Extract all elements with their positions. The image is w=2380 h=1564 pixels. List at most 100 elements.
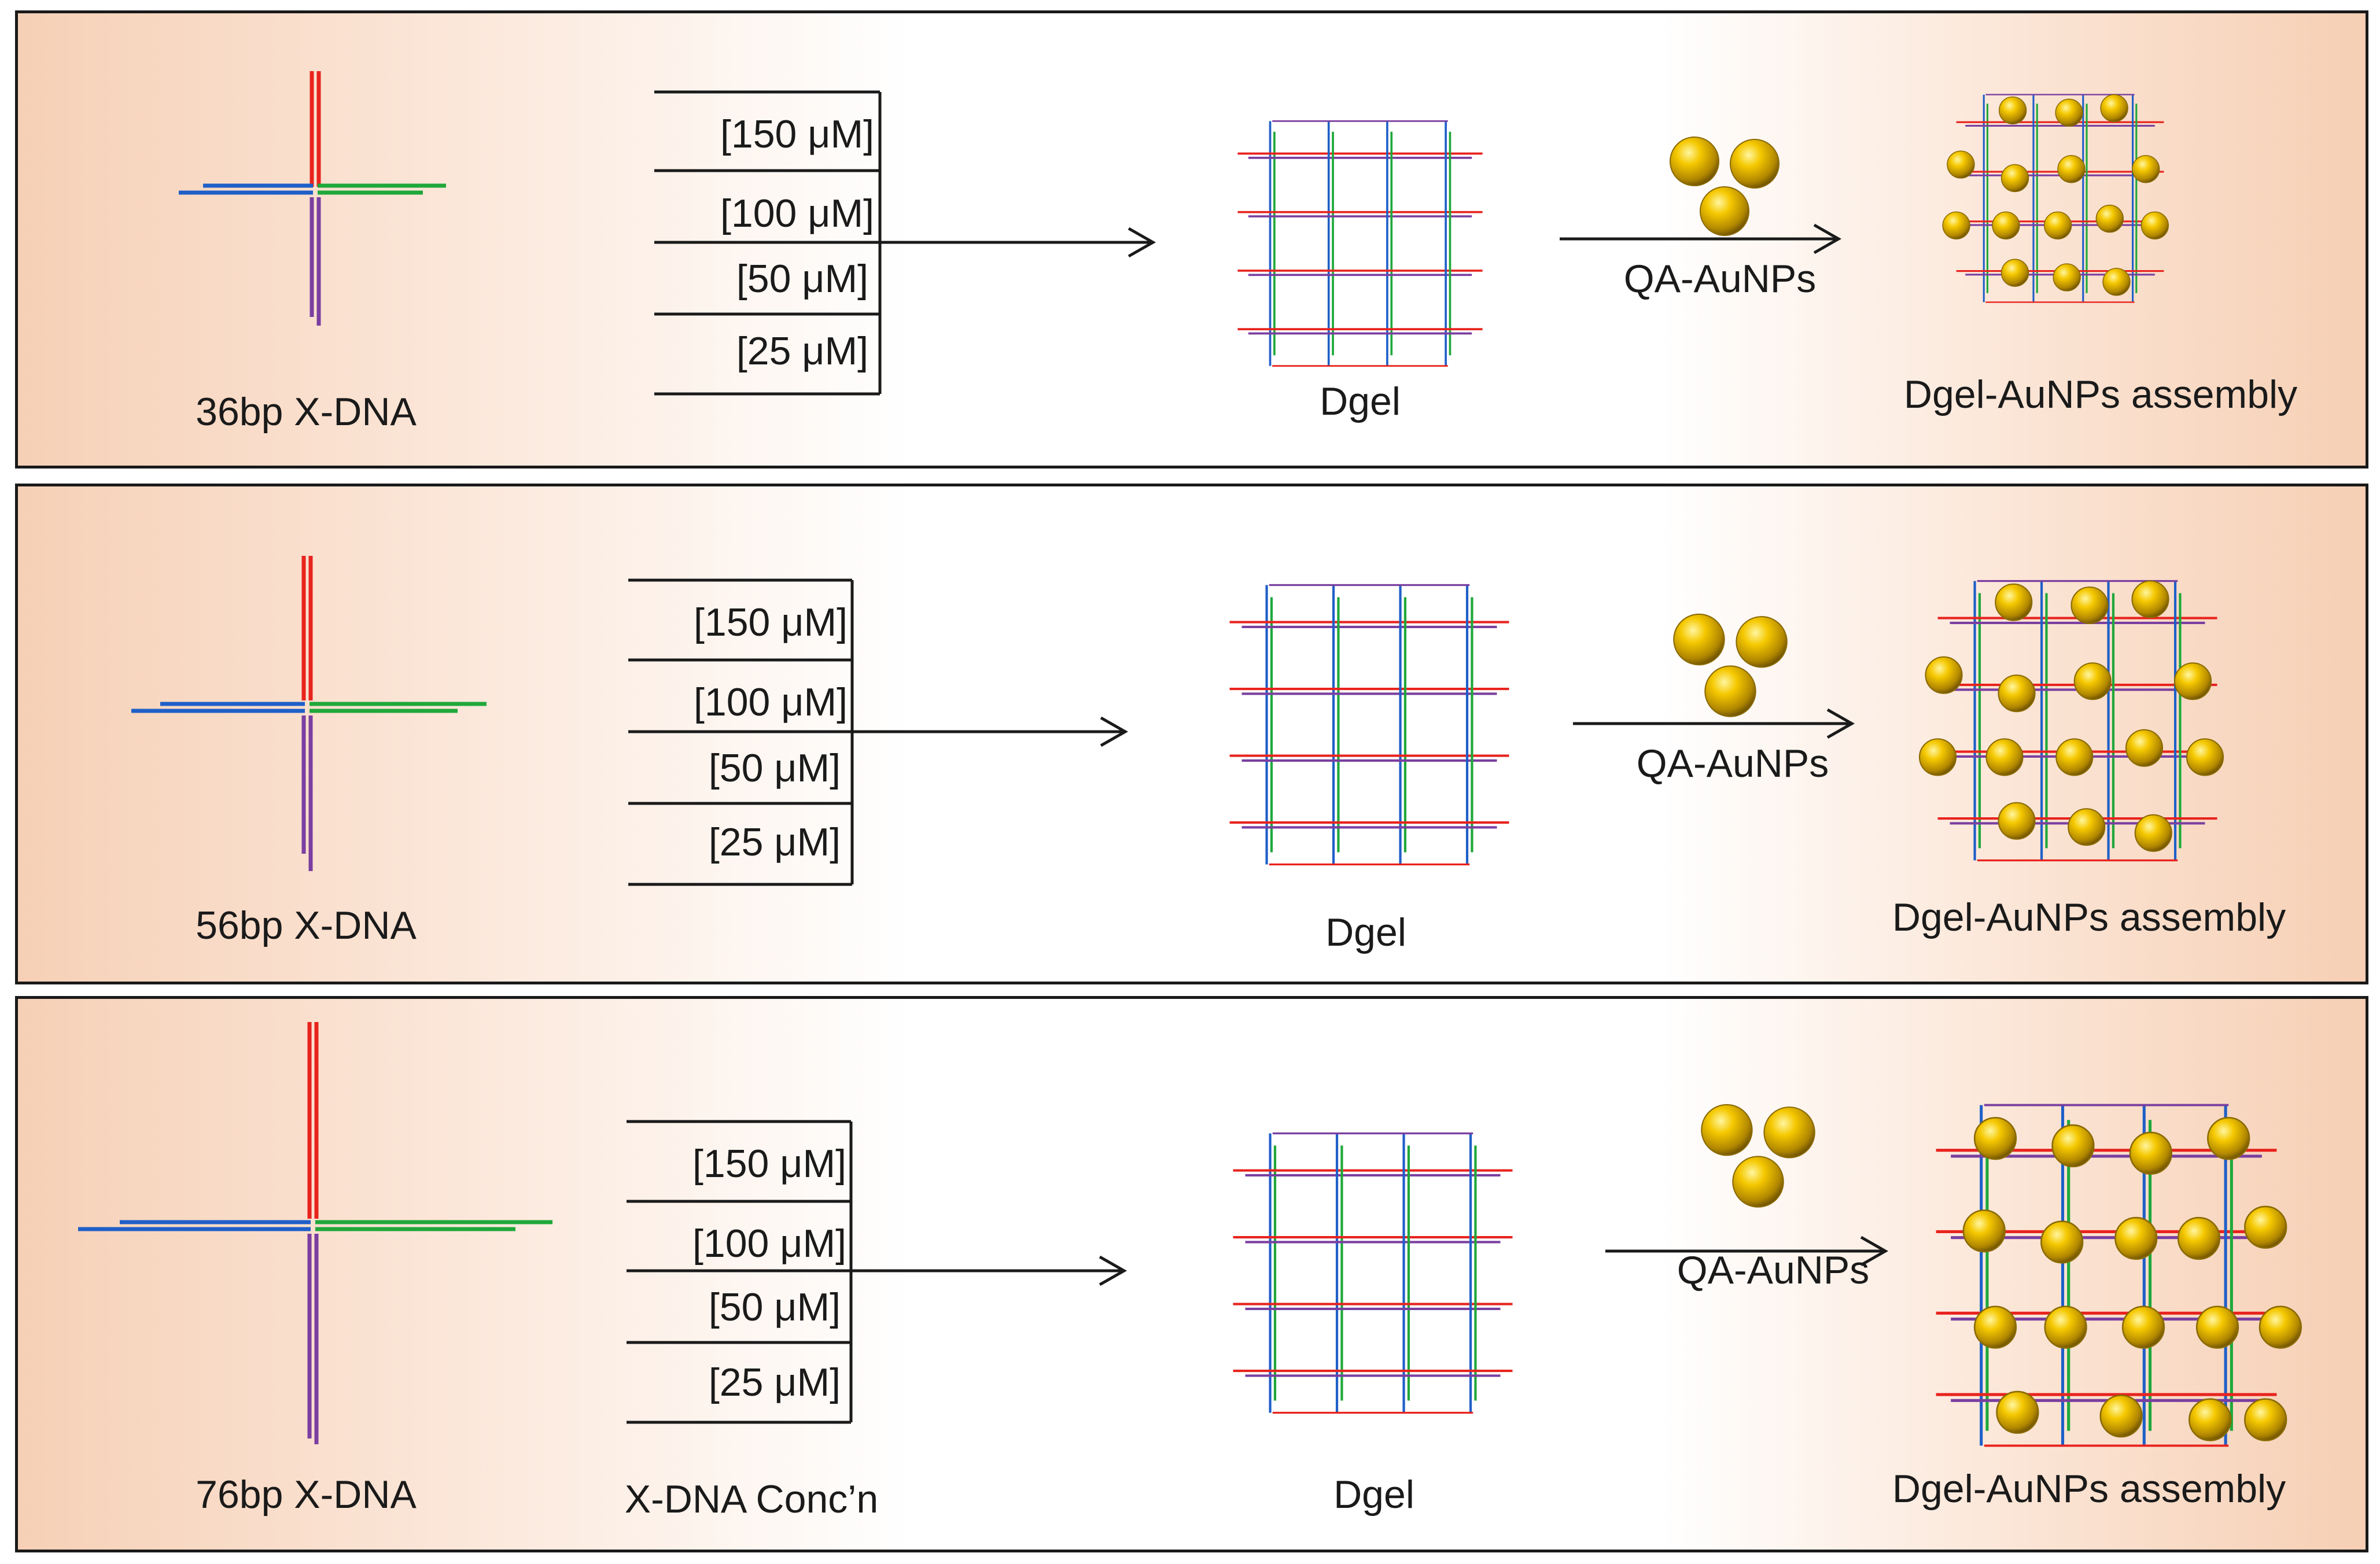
arrow-icon	[1573, 708, 1855, 739]
gold-nanoparticle	[2095, 204, 2124, 233]
gold-nanoparticle	[2114, 1216, 2158, 1260]
gold-nanoparticle	[2053, 263, 2081, 292]
arrow-icon	[628, 716, 1129, 747]
gold-nanoparticle	[1962, 1209, 2006, 1253]
gold-nanoparticle	[2140, 211, 2169, 239]
concentration-bracket-icon	[627, 1120, 853, 1424]
arrow-icon	[1605, 1235, 1889, 1267]
concentration-label: [150 μM]	[692, 1142, 846, 1186]
gold-nanoparticle	[2173, 662, 2212, 700]
gold-nanoparticle	[1947, 150, 1975, 179]
dgel-aunps-assembly-icon	[1936, 1104, 2302, 1447]
gold-nanoparticle	[1992, 211, 2020, 239]
panel-36bp-graphics	[179, 71, 2169, 396]
gold-nanoparticle	[2186, 738, 2224, 776]
gold-nanoparticle	[1973, 1305, 2017, 1349]
gold-nanoparticle	[1670, 137, 1719, 186]
concentration-label: [25 μM]	[708, 1360, 841, 1404]
gold-nanoparticle	[1730, 139, 1780, 189]
gold-nanoparticle	[1996, 1390, 2039, 1434]
gold-nanoparticle	[2102, 268, 2131, 296]
dgel-aunps-assembly-icon	[1918, 580, 2224, 862]
gold-nanoparticle	[1673, 613, 1725, 666]
gold-nanoparticle	[1925, 656, 1963, 694]
x-dna-label: 36bp X-DNA	[196, 390, 417, 434]
gold-nanoparticle	[2189, 1398, 2232, 1441]
gold-nanoparticles-icon	[1701, 1104, 1815, 1208]
gold-nanoparticle	[2125, 729, 2164, 767]
concentration-label: [25 μM]	[736, 329, 868, 373]
x-dna-icon	[131, 556, 487, 871]
concentration-label: [100 μM]	[692, 1222, 846, 1266]
gold-nanoparticle	[2100, 94, 2128, 123]
concentration-label: [100 μM]	[694, 680, 848, 724]
gold-nanoparticle	[2040, 1220, 2084, 1264]
assembly-label: Dgel-AuNPs assembly	[1892, 895, 2286, 939]
arrow-icon	[654, 227, 1156, 258]
gold-nanoparticle	[2055, 98, 2083, 127]
gold-nanoparticle	[1998, 96, 2027, 125]
arrow-icon	[1560, 223, 1842, 254]
gold-nanoparticle	[2131, 580, 2169, 618]
gold-nanoparticle	[2259, 1305, 2302, 1349]
gold-nanoparticle	[2051, 1124, 2095, 1168]
dgel-network-icon	[1229, 584, 1509, 866]
concentration-label: [150 μM]	[694, 600, 848, 644]
concentration-label: [100 μM]	[720, 191, 874, 235]
gold-nanoparticle	[2129, 1131, 2172, 1175]
dgel-network-icon	[1233, 1132, 1513, 1414]
x-dna-label: 76bp X-DNA	[196, 1473, 417, 1517]
panel-56bp: 56bp X-DNA [150 μM] [100 μM] [50 μM] [25…	[15, 484, 2368, 984]
gold-nanoparticle	[1985, 738, 2024, 776]
x-dna-label: 56bp X-DNA	[196, 903, 417, 947]
gold-nanoparticle	[2000, 164, 2029, 193]
dgel-network-icon	[1237, 120, 1483, 367]
gold-nanoparticle	[1973, 1117, 2017, 1160]
gold-nanoparticles-icon	[1673, 613, 1788, 717]
assembly-label: Dgel-AuNPs assembly	[1903, 372, 2298, 416]
arrow-icon	[627, 1255, 1128, 1286]
gold-nanoparticle	[1701, 1104, 1753, 1156]
gold-nanoparticle	[2044, 1305, 2087, 1349]
gold-nanoparticle	[2043, 211, 2072, 239]
concentration-label: [50 μM]	[708, 1285, 841, 1329]
x-dna-icon	[78, 1022, 552, 1444]
gold-nanoparticles-icon	[1670, 137, 1780, 236]
gold-nanoparticle	[2099, 1395, 2143, 1438]
panel-76bp: 76bp X-DNA [150 μM] [100 μM] [50 μM] [25…	[15, 996, 2368, 1552]
dgel-label: Dgel	[1320, 379, 1401, 423]
gold-nanoparticle	[2207, 1117, 2250, 1160]
gold-nanoparticle	[2068, 808, 2106, 846]
gold-nanoparticle	[1763, 1106, 1815, 1159]
gold-nanoparticle	[2073, 662, 2112, 700]
concentration-label: [50 μM]	[708, 746, 841, 790]
arrow-label: QA-AuNPs	[1636, 742, 1829, 785]
gold-nanoparticle	[2057, 155, 2086, 183]
gold-nanoparticle	[2177, 1216, 2221, 1260]
gold-nanoparticle	[1998, 802, 2036, 840]
dgel-label: Dgel	[1333, 1473, 1414, 1517]
concentration-label: [150 μM]	[720, 112, 874, 156]
gold-nanoparticle	[2132, 155, 2160, 183]
gold-nanoparticle	[2055, 738, 2094, 776]
gold-nanoparticle	[2134, 814, 2172, 852]
x-dna-icon	[179, 71, 446, 326]
dgel-aunps-assembly-icon	[1942, 94, 2169, 303]
gold-nanoparticle	[1704, 665, 1756, 717]
gold-nanoparticle	[2000, 259, 2029, 287]
assembly-label: Dgel-AuNPs assembly	[1892, 1467, 2286, 1511]
gold-nanoparticle	[1998, 674, 2036, 713]
concentration-label: [25 μM]	[708, 820, 841, 864]
gold-nanoparticle	[1918, 738, 1957, 776]
gold-nanoparticle	[2195, 1305, 2239, 1349]
panel-56bp-graphics	[131, 556, 2224, 886]
concentration-label: [50 μM]	[736, 257, 868, 301]
gold-nanoparticle	[2070, 586, 2109, 625]
gold-nanoparticle	[2244, 1205, 2287, 1249]
gold-nanoparticle	[1700, 186, 1749, 236]
gold-nanoparticle	[1995, 583, 2033, 621]
gold-nanoparticle	[2244, 1398, 2287, 1441]
arrow-label: QA-AuNPs	[1623, 257, 1817, 301]
panel-76bp-graphics	[78, 1022, 2302, 1447]
gold-nanoparticle	[1942, 211, 1970, 239]
